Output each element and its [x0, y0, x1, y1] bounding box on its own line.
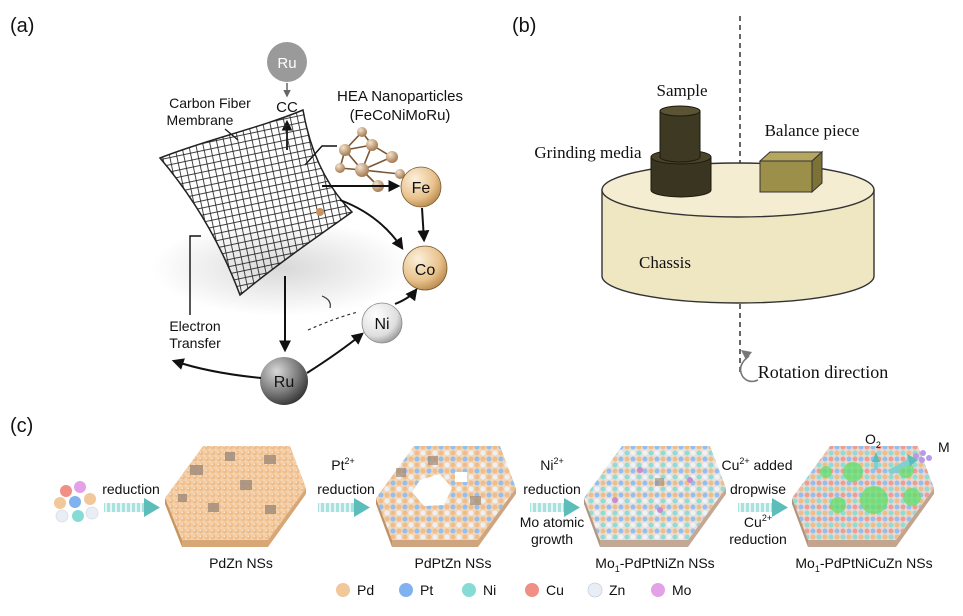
electron-pointer-line	[189, 235, 201, 315]
dashed-link	[307, 311, 359, 331]
step3-extra-2: growth	[531, 531, 573, 547]
precursor-ions	[54, 481, 99, 523]
legend-swatch-pt	[399, 583, 413, 597]
m-particles	[913, 450, 932, 463]
fe-label: Fe	[412, 180, 431, 197]
legend-label-zn: Zn	[609, 582, 625, 598]
step3-arrow	[530, 498, 580, 517]
wiggle-mark	[321, 295, 331, 309]
ru-top-ball	[267, 42, 307, 82]
balance-piece-label: Balance piece	[765, 121, 860, 140]
ns1-label: PdZn NSs	[209, 555, 273, 571]
panel-a-label: (a)	[10, 15, 34, 37]
step3-label: Ni2+	[540, 456, 564, 473]
hea-title: HEA Nanoparticles	[337, 88, 463, 105]
carbon-fiber-mesh	[158, 108, 354, 297]
ru-bottom-sphere	[260, 357, 308, 405]
step2-arrow	[318, 498, 370, 517]
mesh-particle	[316, 208, 324, 216]
legend-swatch-mo	[651, 583, 665, 597]
legend-label-pt: Pt	[420, 582, 433, 598]
element-legend: Pd Pt Ni Cu Zn Mo	[336, 582, 692, 598]
ru-to-ni-arrow	[306, 332, 364, 374]
chassis-label: Chassis	[639, 253, 691, 272]
co-label: Co	[415, 262, 436, 279]
panel-b: (b) Chassis Sample Grinding media Balanc…	[512, 15, 888, 383]
hea-formula: (FeCoNiMoRu)	[350, 107, 451, 124]
sample-label: Sample	[657, 81, 708, 100]
step3-text: reduction	[523, 481, 581, 497]
fe-to-co-arrow	[417, 207, 430, 243]
legend-swatch-zn	[587, 582, 603, 598]
rotation-label: Rotation direction	[758, 362, 888, 382]
legend-item-cu: Cu	[525, 582, 564, 598]
balance-piece	[758, 150, 824, 194]
rotation-arrow-icon	[739, 350, 759, 383]
ru-top-label: Ru	[277, 55, 296, 72]
panel-c-label: (c)	[10, 415, 33, 437]
legend-item-zn: Zn	[587, 582, 625, 598]
step4-dropwise: dropwise	[730, 481, 786, 497]
legend-item-pd: Pd	[336, 582, 374, 598]
step2-label: Pt2+	[331, 456, 355, 473]
step1-label: reduction	[102, 481, 160, 497]
legend-swatch-pd	[336, 583, 350, 597]
legend-item-ni: Ni	[462, 582, 496, 598]
sample-cylinder	[659, 105, 701, 163]
step1-arrow	[104, 498, 160, 517]
ns4-label: Mo1-PdPtNiCuZn NSs	[795, 555, 932, 574]
membrane-label-1: Carbon Fiber	[169, 95, 251, 111]
legend-label-mo: Mo	[672, 582, 692, 598]
step4-arrow	[738, 498, 788, 517]
chassis-cylinder	[601, 162, 875, 304]
panel-c: (c) reduction	[10, 415, 950, 598]
ni-label: Ni	[374, 316, 389, 333]
ru-bottom-label: Ru	[274, 374, 294, 391]
m-arrow	[888, 454, 918, 475]
step3-extra-1: Mo atomic	[520, 514, 585, 530]
step4-ion2: Cu2+	[744, 513, 772, 530]
ni-sphere	[361, 302, 403, 344]
legend-label-cu: Cu	[546, 582, 564, 598]
hea-cluster-icon	[335, 127, 405, 192]
legend-item-mo: Mo	[651, 582, 692, 598]
legend-item-pt: Pt	[399, 582, 433, 598]
ns3-label: Mo1-PdPtNiZn NSs	[595, 555, 714, 574]
nanosheet-pdptzn	[376, 446, 516, 547]
ni-to-co-arrow	[394, 288, 418, 305]
step4-reduction: reduction	[729, 531, 787, 547]
mesh-to-co-arrow	[339, 199, 404, 250]
step2-text: reduction	[317, 481, 375, 497]
legend-label-ni: Ni	[483, 582, 496, 598]
ru-to-left-arrow	[171, 358, 262, 379]
co-sphere	[402, 245, 448, 291]
m-label: M	[938, 439, 950, 455]
legend-swatch-cu	[525, 583, 539, 597]
step4-label: Cu2+ added	[722, 456, 793, 473]
fe-sphere	[400, 166, 442, 208]
ns2-label: PdPtZn NSs	[414, 555, 491, 571]
cc-label: CC	[276, 99, 298, 116]
nanosheet-mo1-pdptnizn	[584, 446, 726, 547]
electron-label-1: Electron	[169, 318, 220, 334]
panel-b-label: (b)	[512, 15, 536, 37]
electron-label-2: Transfer	[169, 335, 221, 351]
membrane-label-2: Membrane	[167, 112, 234, 128]
grinding-media-label: Grinding media	[534, 143, 642, 162]
panel-a: (a) Ru CC HEA Nanoparticles (FeCoNiMoRu)	[10, 15, 463, 405]
legend-label-pd: Pd	[357, 582, 374, 598]
o2-label: O2	[865, 431, 881, 450]
nanosheet-pdzn	[165, 446, 306, 547]
o2-arrow	[872, 452, 880, 470]
legend-swatch-ni	[462, 583, 476, 597]
